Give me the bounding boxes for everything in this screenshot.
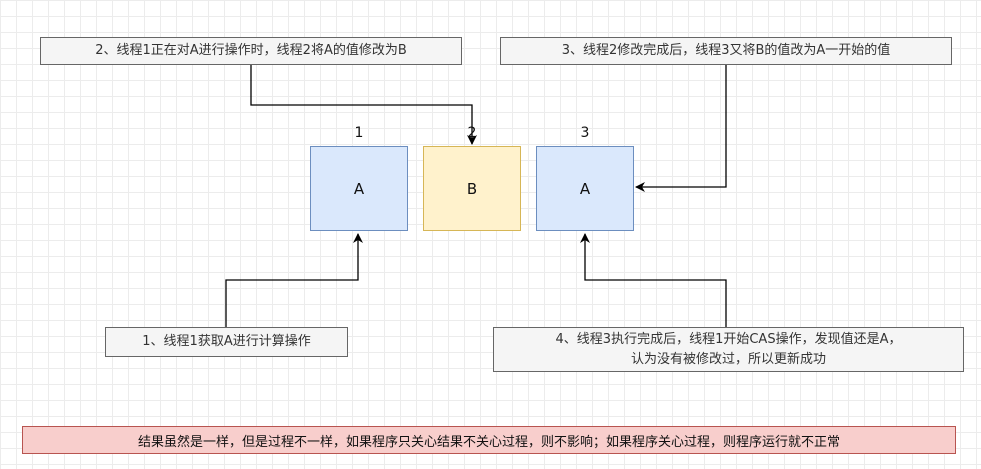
value-box-3-label: A [579,179,591,198]
value-box-2-label: B [466,179,478,198]
connector-step1-to-box1 [225,233,363,327]
connector-step2-to-box2 [250,65,477,145]
value-box-3: A [536,146,634,231]
box-index-3: 3 [580,125,590,141]
box-index-1: 1 [354,125,364,141]
note-step2-text: 2、线程1正在对A进行操作时，线程2将A的值修改为B [95,43,407,58]
value-box-1-label: A [353,179,365,198]
note-step3-text: 3、线程2修改完成后，线程3又将B的值改为A一开始的值 [561,43,891,58]
note-step1-text: 1、线程1获取A进行计算操作 [142,334,311,349]
note-step3: 3、线程2修改完成后，线程3又将B的值改为A一开始的值 [500,37,952,65]
value-box-2: B [423,146,521,231]
conclusion-note: 结果虽然是一样，但是过程不一样，如果程序只关心结果不关心过程，则不影响；如果程序… [22,426,956,454]
note-step4-line2: 认为没有被修改过，所以更新成功 [630,351,826,367]
box-index-2: 2 [467,125,477,141]
value-box-1: A [310,146,408,231]
connector-step4-to-box3 [580,233,727,327]
note-step4: 4、线程3执行完成后，线程1开始CAS操作，发现值还是A， 认为没有被修改过，所… [493,327,964,372]
note-step4-line1: 4、线程3执行完成后，线程1开始CAS操作，发现值还是A， [555,331,902,347]
note-step1: 1、线程1获取A进行计算操作 [105,327,348,357]
connector-step3-to-box3 [635,65,727,192]
conclusion-text: 结果虽然是一样，但是过程不一样，如果程序只关心结果不关心过程，则不影响；如果程序… [137,434,840,450]
note-step2: 2、线程1正在对A进行操作时，线程2将A的值修改为B [40,37,462,65]
